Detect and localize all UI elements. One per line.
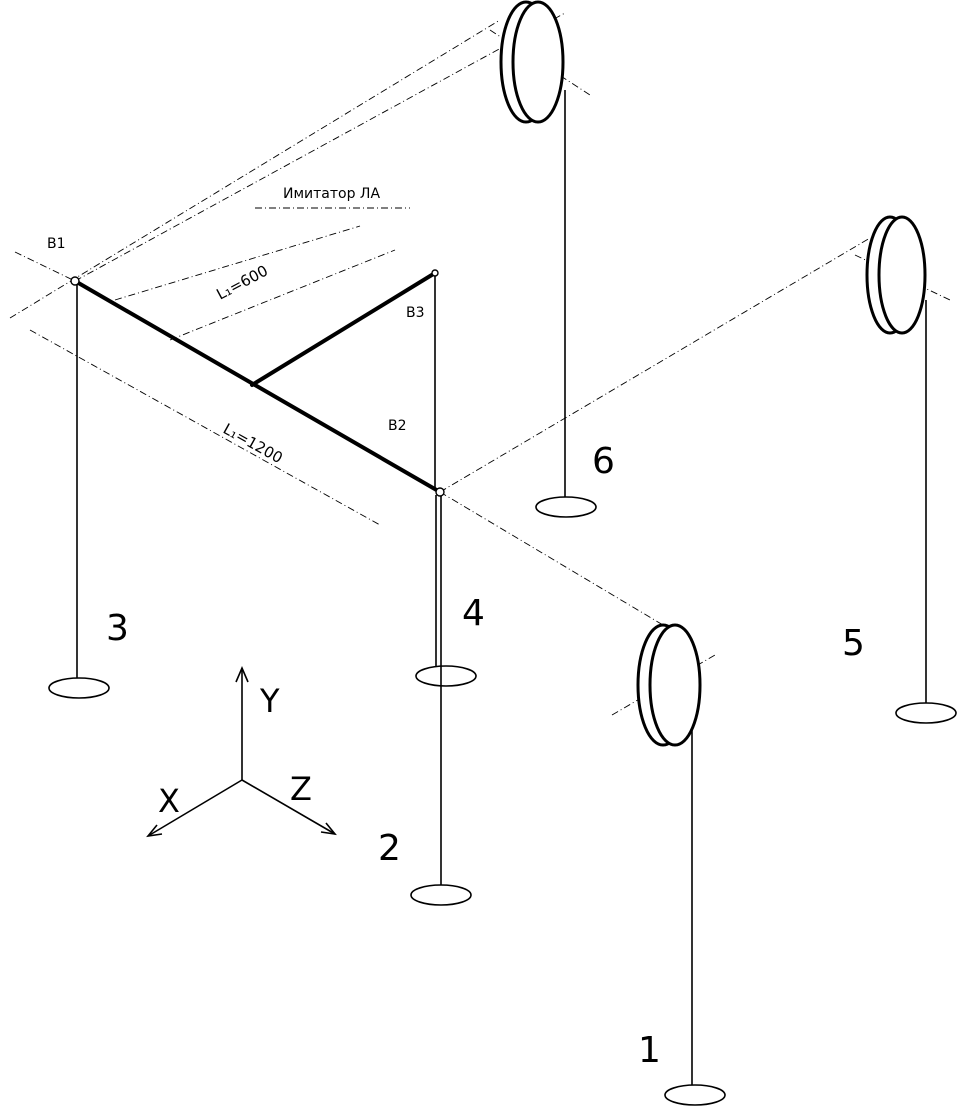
simulator-frame xyxy=(73,271,442,494)
support-label-1: 1 xyxy=(638,1030,661,1071)
support-label-5: 5 xyxy=(842,623,865,664)
coordinate-axes xyxy=(146,665,337,838)
joint-markers xyxy=(70,269,445,497)
pulley-top xyxy=(499,0,565,124)
node-label-b3: B3 xyxy=(406,305,425,321)
pulley-bottom xyxy=(636,623,702,747)
simulator-label: Имитатор ЛА xyxy=(283,186,380,202)
node-label-b2: B2 xyxy=(388,418,407,434)
support-rods xyxy=(48,90,957,1106)
axis-label-y: Y xyxy=(259,682,280,720)
node-label-b1: B1 xyxy=(47,236,66,252)
dimension-long: L₁=1200 xyxy=(220,420,286,467)
support-label-4: 4 xyxy=(462,593,485,634)
axis-label-x: X xyxy=(158,782,180,820)
support-label-6: 6 xyxy=(592,441,615,482)
axis-label-z: Z xyxy=(290,770,312,808)
support-label-2: 2 xyxy=(378,828,401,869)
support-label-3: 3 xyxy=(106,608,129,649)
dimension-short: L₁=600 xyxy=(213,262,271,304)
pulley-right xyxy=(865,215,927,335)
